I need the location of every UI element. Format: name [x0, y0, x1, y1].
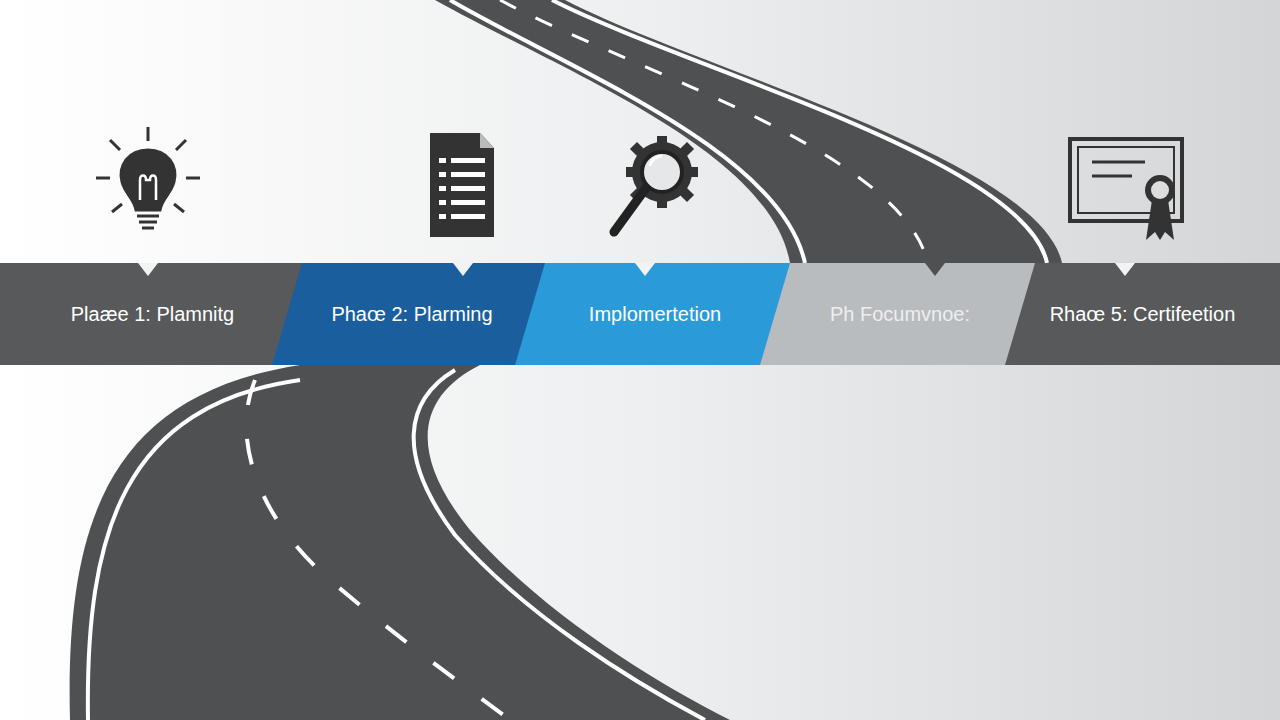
- document-icon: [430, 133, 494, 237]
- road-upper: [435, 0, 1062, 263]
- phase-label: Phaœ 2: Plarming: [331, 301, 492, 327]
- road-lower: [70, 365, 730, 720]
- phase-band: Implomertetion: [515, 263, 795, 365]
- phase-label: Ph Focumvnoe:: [830, 301, 970, 327]
- magnifier-gear-icon: [614, 136, 698, 232]
- phase-band: Rhaœ 5: Certifeetion: [1005, 263, 1280, 365]
- phase-band: Phaœ 2: Plarming: [272, 263, 552, 365]
- lightbulb-icon: [96, 127, 200, 228]
- phase-pointers: [138, 263, 1135, 276]
- phase-label: Implomertetion: [589, 301, 721, 327]
- phase-label: Plaæe 1: Plamnitg: [71, 301, 234, 327]
- phase-band: Ph Focumvnoe:: [760, 263, 1040, 365]
- phase-label: Rhaœ 5: Certifeetion: [1050, 301, 1236, 327]
- certificate-icon: [1070, 139, 1182, 240]
- phase-band: Plaæe 1: Plamnitg: [0, 263, 305, 365]
